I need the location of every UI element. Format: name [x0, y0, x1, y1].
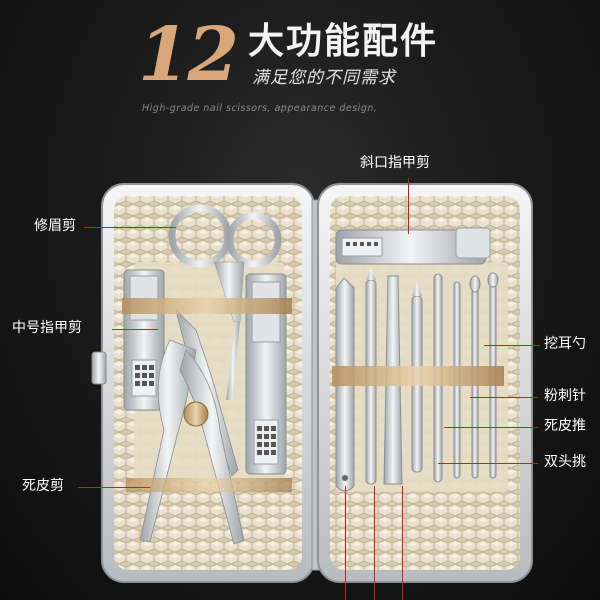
label-medium-clipper: 中号指甲剪 [12, 320, 82, 336]
leader-eyebrow-scissors [84, 227, 176, 228]
label-ear-pick: 挖耳勺 [544, 336, 586, 352]
leader-medium-clipper [112, 329, 158, 330]
right-strap [332, 366, 504, 386]
label-slant-clipper: 斜口指甲剪 [360, 155, 430, 171]
label-eyebrow-scissors: 修眉剪 [34, 218, 76, 234]
label-double-end-pick: 双头挑 [544, 454, 586, 470]
left-strap-upper [122, 298, 292, 314]
leader-double-end-pick [438, 463, 538, 464]
leader-cuticle-nipper [78, 487, 150, 488]
slant-nail-clipper [335, 227, 491, 265]
leader-bottom-2 [374, 486, 375, 600]
leader-ear-pick [484, 345, 540, 346]
headline-english: High-grade nail scissors, appearance des… [142, 103, 378, 114]
leader-blackhead-needle [470, 397, 538, 398]
headline-number: 12 [138, 12, 239, 98]
label-cuticle-nipper: 死皮剪 [22, 478, 64, 494]
headline-title: 大功能配件 [248, 21, 439, 62]
left-strap-lower [126, 478, 292, 492]
leader-slant-clipper [408, 178, 409, 234]
label-blackhead-needle: 粉刺针 [544, 388, 586, 404]
case-clasp [91, 351, 107, 385]
leader-bottom-3 [402, 486, 403, 600]
leader-bottom-1 [345, 486, 346, 600]
label-cuticle-pusher: 死皮推 [544, 418, 586, 434]
leader-cuticle-pusher [444, 427, 538, 428]
cuticle-nipper [139, 308, 245, 545]
headline-subtitle: 满足您的不同需求 [252, 68, 396, 88]
